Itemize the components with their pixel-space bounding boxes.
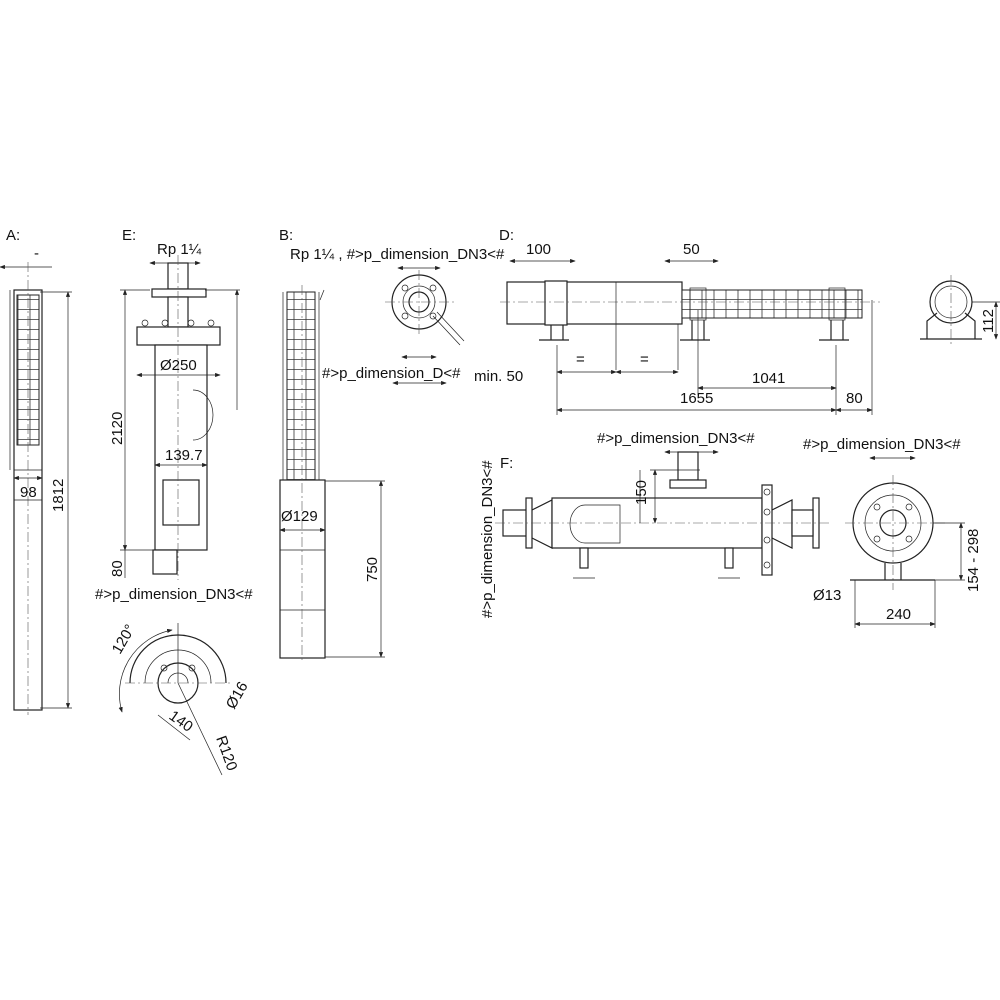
view-d-eq1: = bbox=[576, 351, 585, 368]
view-e: E: Rp 1¼ 2120 Ø250 139.7 80 #>p_dimensio… bbox=[95, 227, 253, 776]
view-f-dn-top: #>p_dimension_DN3<# bbox=[597, 430, 755, 447]
view-d-1655: 1655 bbox=[680, 390, 713, 407]
view-d-112: 112 bbox=[980, 309, 997, 333]
view-f-dn-left: #>p_dimension_DN3<# bbox=[479, 460, 496, 618]
view-d-label: D: bbox=[499, 227, 514, 244]
view-a-height: 1812 bbox=[50, 479, 67, 512]
view-d-50: 50 bbox=[683, 241, 700, 258]
view-a: A: - 1812 98 bbox=[0, 227, 72, 715]
view-d-100: 100 bbox=[526, 241, 551, 258]
view-b-dia: Ø129 bbox=[281, 508, 318, 525]
view-b-thread: Rp 1¼ , #>p_dimension_DN3<# bbox=[290, 246, 505, 263]
view-f-range: 154 - 298 bbox=[965, 529, 982, 592]
view-f-150: 150 bbox=[633, 480, 650, 505]
view-d-1041: 1041 bbox=[752, 370, 785, 387]
view-a-label: A: bbox=[6, 227, 20, 244]
view-b: B: Rp 1¼ , #>p_dimension_DN3<# Ø129 750 … bbox=[279, 227, 523, 662]
view-b-d: #>p_dimension_D<# bbox=[322, 365, 461, 382]
view-b-label: B: bbox=[279, 227, 293, 244]
view-d-eq2: = bbox=[640, 351, 649, 368]
view-f-label: F: bbox=[500, 455, 513, 472]
view-e-radius: R120 bbox=[212, 734, 240, 774]
view-e-dn: #>p_dimension_DN3<# bbox=[95, 586, 253, 603]
view-e-thread: Rp 1¼ bbox=[157, 241, 202, 258]
view-e-label: E: bbox=[122, 227, 136, 244]
view-a-top-dim: - bbox=[34, 245, 39, 262]
view-f-hole: Ø13 bbox=[813, 587, 841, 604]
view-e-pipe-dia: 139.7 bbox=[165, 447, 203, 464]
view-f: F: #>p_dimension_DN3<# #>p_dimension_DN3… bbox=[479, 430, 982, 628]
view-d-80: 80 bbox=[846, 390, 863, 407]
view-d: D: 100 50 = = 1041 1655 80 bbox=[499, 227, 1000, 415]
view-a-width: 98 bbox=[20, 484, 37, 501]
view-e-flange-dia: Ø250 bbox=[160, 357, 197, 374]
view-b-length: 750 bbox=[364, 557, 381, 582]
view-e-base: 80 bbox=[109, 560, 126, 577]
view-f-240: 240 bbox=[886, 606, 911, 623]
view-e-hole: Ø16 bbox=[223, 679, 252, 712]
view-f-dn-right: #>p_dimension_DN3<# bbox=[803, 436, 961, 453]
view-e-height: 2120 bbox=[109, 412, 126, 445]
view-b-min: min. 50 bbox=[474, 368, 523, 385]
